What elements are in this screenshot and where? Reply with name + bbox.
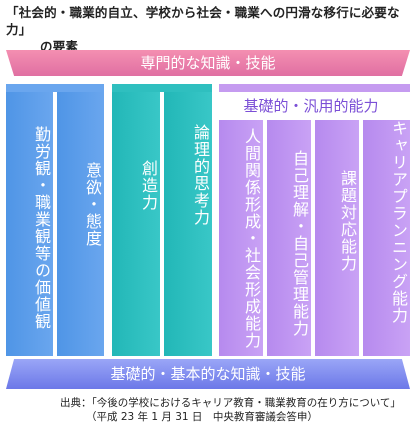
bottom-banner-basic-knowledge: 基礎的・基本的な知識・技能	[6, 359, 410, 389]
column-label: 論理的思考力	[191, 124, 210, 226]
top-banner-specialized-knowledge: 専門的な知識・技能	[6, 50, 410, 76]
column-work-view: 勤労観・職業観等の価値観	[6, 92, 53, 356]
generic-abilities-group: 基礎的・汎用的能力 人間関係形成・社会形成能力 自己理解・自己管理能力 課題対応…	[219, 84, 410, 356]
column-career-planning: キャリアプランニング能力	[363, 120, 410, 356]
group-cap	[219, 84, 410, 92]
column-label: キャリアプランニング能力	[389, 120, 408, 324]
column-self-understanding: 自己理解・自己管理能力	[267, 120, 311, 356]
diagram-title: 「社会的・職業的自立、学校から社会・職業への円滑な移行に必要な力」 の要素	[6, 4, 412, 55]
column-label: 創造力	[139, 160, 158, 211]
column-human-relations: 人間関係形成・社会形成能力	[219, 120, 263, 356]
column-label: 意欲・態度	[83, 162, 102, 247]
generic-abilities-header: 基礎的・汎用的能力	[219, 92, 410, 120]
column-label: 人間関係形成・社会形成能力	[242, 128, 261, 349]
column-label: 自己理解・自己管理能力	[290, 150, 309, 337]
generic-abilities-label: 基礎的・汎用的能力	[231, 94, 391, 118]
source-line-1: 出典：「今後の学校におけるキャリア教育・職業教育の在り方について」	[60, 397, 401, 409]
column-task-handling: 課題対応能力	[315, 120, 359, 356]
source-line-2: （平成 23 年 1 月 31 日 中央教育審議会答申）	[86, 411, 318, 423]
group-cap	[6, 84, 104, 92]
column-motivation: 意欲・態度	[57, 92, 104, 356]
column-label: 課題対応能力	[338, 170, 357, 272]
group-cap	[112, 84, 212, 92]
thinking-group: 創造力 論理的思考力	[112, 84, 212, 356]
title-line-1: 「社会的・職業的自立、学校から社会・職業への円滑な移行に必要な力」	[6, 5, 400, 37]
column-creativity: 創造力	[112, 92, 160, 356]
column-logical-thinking: 論理的思考力	[164, 92, 212, 356]
source-citation: 出典：「今後の学校におけるキャリア教育・職業教育の在り方について」 （平成 23…	[60, 396, 401, 424]
column-label: 勤労観・職業観等の価値観	[32, 126, 51, 330]
values-attitude-group: 勤労観・職業観等の価値観 意欲・態度	[6, 84, 104, 356]
